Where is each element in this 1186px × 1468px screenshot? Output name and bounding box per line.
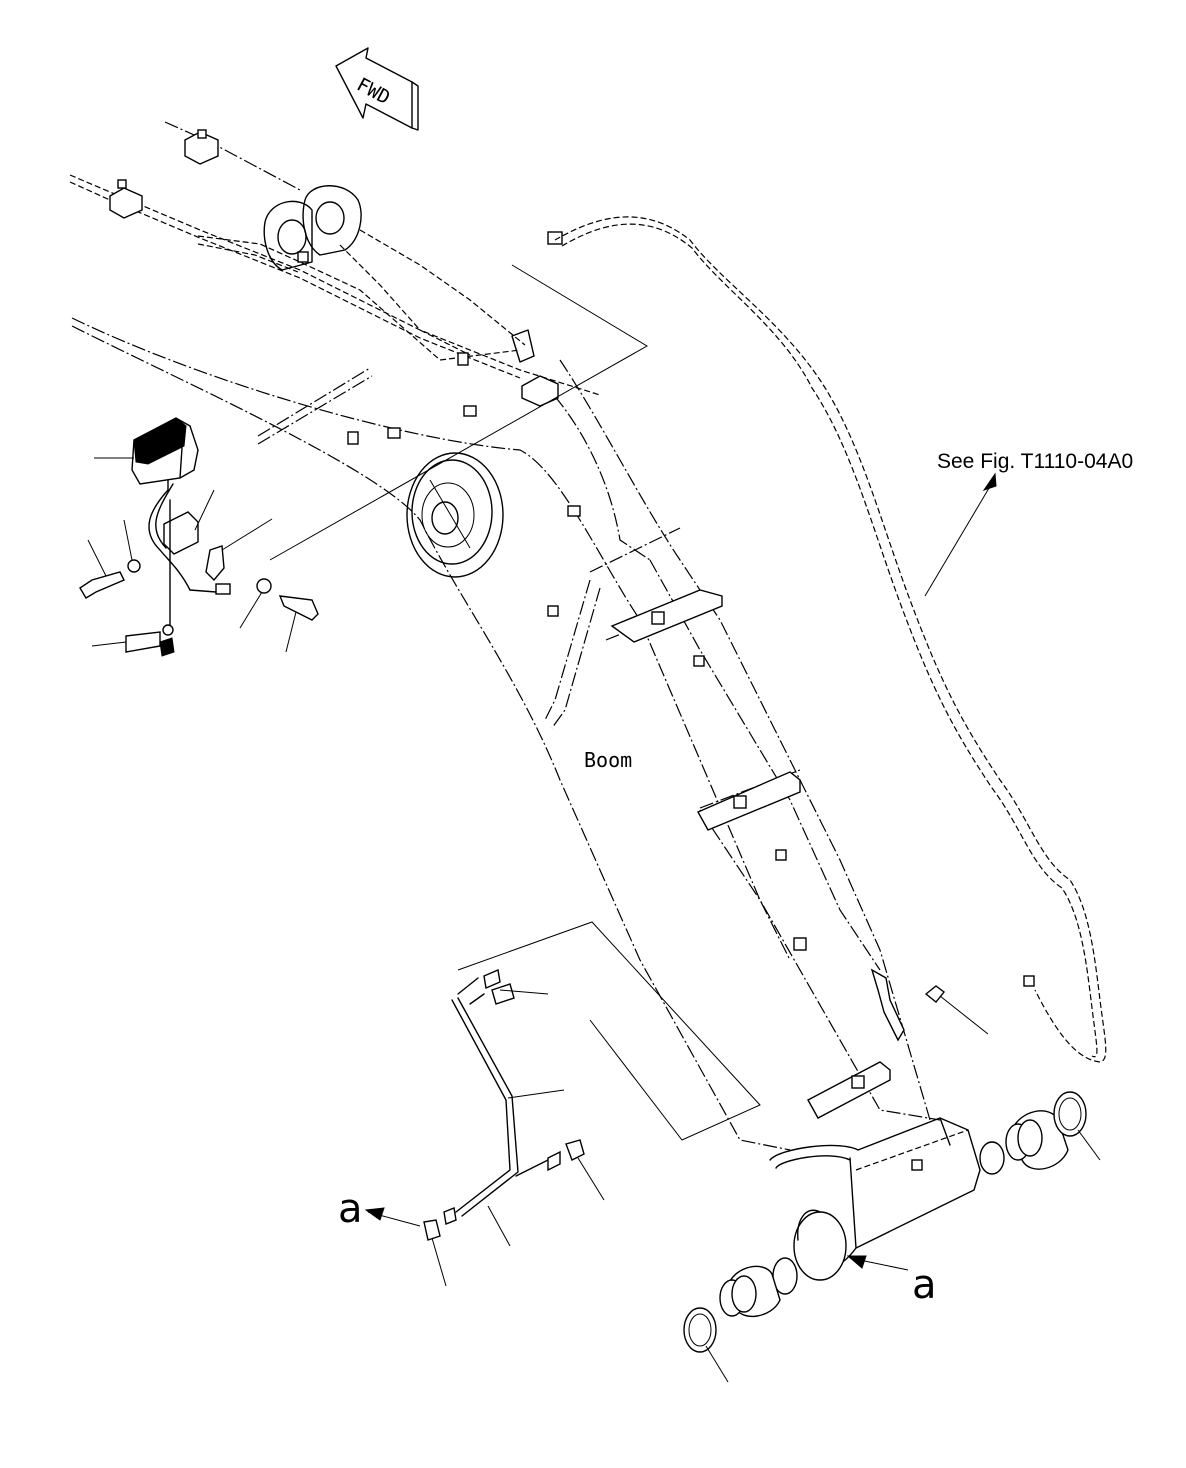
view-ref-a-right-label: a	[912, 1262, 937, 1308]
view-ref-a-left-label: a	[338, 1186, 363, 1232]
upper-hydraulic-lines	[69, 121, 601, 396]
boom-foot-bosses	[197, 185, 535, 366]
forward-label: FWD	[353, 74, 394, 110]
see-fig-label: See Fig. T1110-04A0	[937, 450, 1133, 473]
boom-body: Boom	[71, 317, 941, 1151]
work-light-leaders	[87, 457, 297, 653]
boom-label: Boom	[584, 748, 632, 772]
boom-cylinder-pin-boss	[406, 452, 504, 578]
view-ref-a-left: a	[338, 1186, 421, 1232]
right-connector	[924, 985, 989, 1035]
reference-frame-upper	[269, 264, 648, 561]
boom-hydraulic-loop	[554, 216, 1107, 1063]
forward-arrow-icon: FWD	[335, 47, 419, 131]
work-light-assembly	[79, 417, 319, 657]
boom-tip	[769, 1117, 981, 1281]
light-harness	[423, 969, 605, 1287]
see-fig-callout: See Fig. T1110-04A0	[924, 450, 1133, 597]
view-ref-a-right: a	[846, 1255, 937, 1308]
lower-bushings	[683, 1257, 798, 1383]
right-bushings	[979, 1091, 1101, 1175]
boom-clamps	[347, 231, 1035, 1119]
reference-frame-lower	[457, 921, 761, 1141]
